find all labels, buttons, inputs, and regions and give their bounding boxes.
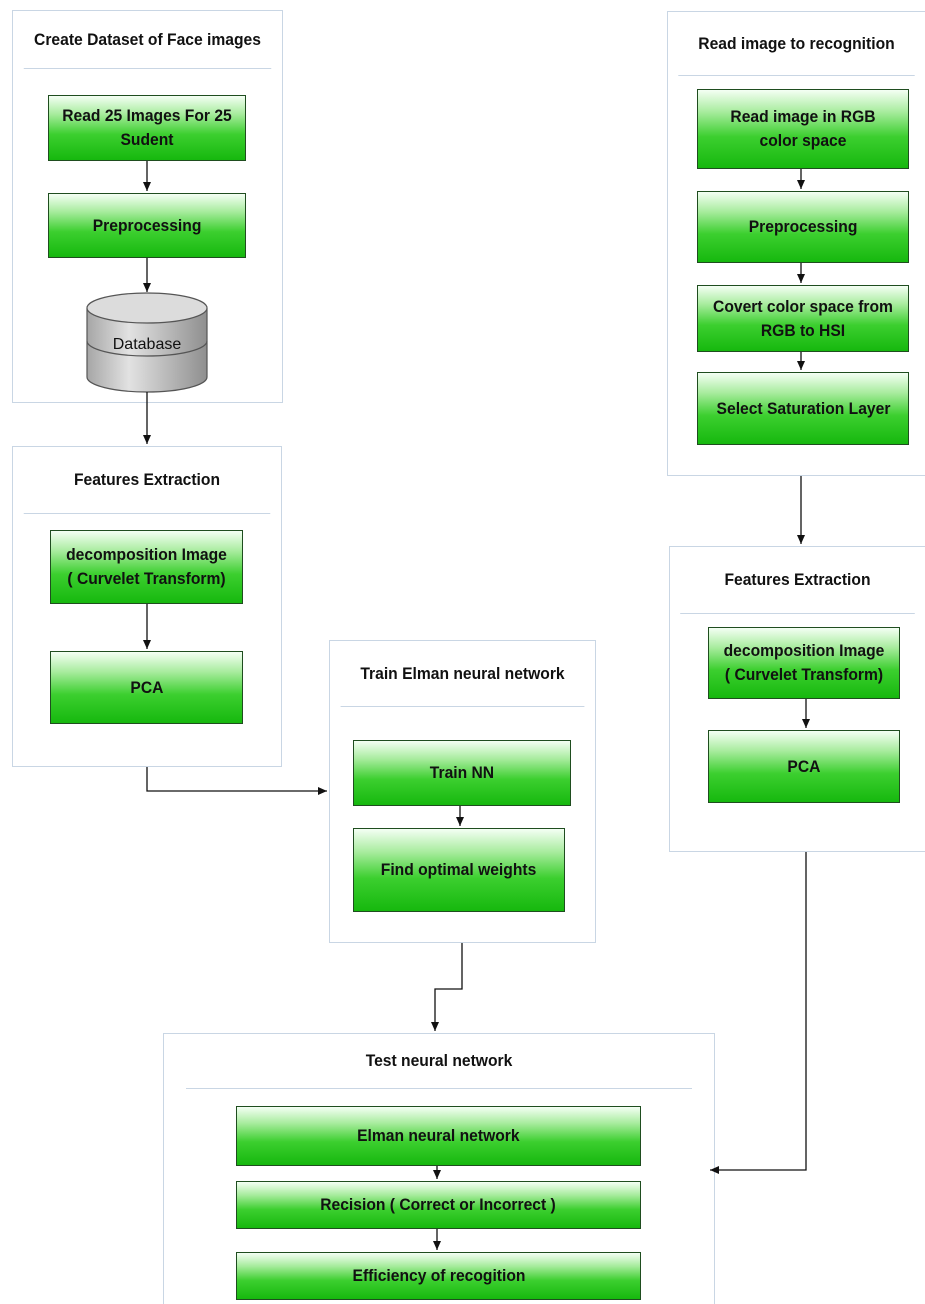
left-pca-step: PCA — [50, 651, 243, 724]
arrow-train-to-test — [431, 943, 463, 1031]
arrow-features-to-test — [710, 852, 807, 1174]
efficiency-step: Efficiency of recogition — [236, 1252, 641, 1300]
convert-color-space-step: Covert color space from RGB to HSI — [697, 285, 909, 352]
select-saturation-step: Select Saturation Layer — [697, 372, 909, 445]
read-rgb-step: Read image in RGB color space — [697, 89, 909, 169]
create-dataset-title: Create Dataset of Face images — [23, 11, 272, 69]
left-decomposition-step: decomposition Image ( Curvelet Transform… — [50, 530, 243, 604]
recision-step: Recision ( Correct or Incorrect ) — [236, 1181, 641, 1229]
train-elman-title: Train Elman neural network — [340, 641, 585, 707]
right-preprocessing-step: Preprocessing — [697, 191, 909, 263]
train-nn-step: Train NN — [353, 740, 571, 806]
left-preprocessing-step: Preprocessing — [48, 193, 246, 258]
find-optimal-weights-step: Find optimal weights — [353, 828, 565, 912]
database-label: Database — [113, 336, 182, 353]
read-image-recognition-title: Read image to recognition — [678, 12, 915, 76]
right-features-extraction-title: Features Extraction — [680, 547, 915, 614]
arrow-features-to-train — [146, 767, 327, 795]
database-icon: Database — [86, 292, 208, 393]
right-pca-step: PCA — [708, 730, 900, 803]
elman-network-step: Elman neural network — [236, 1106, 641, 1166]
left-features-extraction-title: Features Extraction — [23, 447, 271, 514]
test-neural-network-title: Test neural network — [186, 1034, 692, 1089]
read-images-step: Read 25 Images For 25 Sudent — [48, 95, 246, 161]
right-decomposition-step: decomposition Image ( Curvelet Transform… — [708, 627, 900, 699]
